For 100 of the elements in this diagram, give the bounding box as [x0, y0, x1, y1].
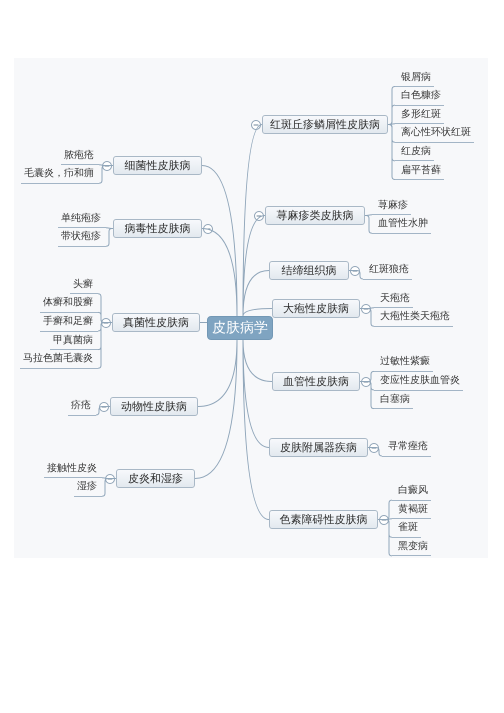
topic-box — [116, 469, 195, 488]
topic-label: 大疱性皮肤病 — [283, 302, 349, 315]
subtopic-label: 白塞病 — [380, 394, 410, 406]
topic-label: 细菌性皮肤病 — [124, 159, 190, 172]
subtopic-item — [374, 354, 433, 372]
subtopic-item — [44, 460, 102, 478]
topic-box — [272, 299, 360, 318]
topic-box — [110, 397, 198, 416]
subtopic-label: 头癣 — [73, 278, 93, 291]
subtopic-label: 血管性水肿 — [378, 218, 428, 230]
topic-label: 真菌性皮肤病 — [123, 316, 189, 329]
subtopic-label: 甲真菌病 — [53, 334, 93, 347]
subtopic-label: 体癣和股癣 — [43, 297, 93, 310]
topic-label: 血管性皮肤病 — [283, 375, 349, 388]
subtopic-item — [363, 262, 412, 280]
subtopic-label: 白癜风 — [398, 485, 428, 498]
topic-box — [269, 510, 378, 529]
subtopic-label: 扁平苔藓 — [401, 164, 441, 176]
subtopic-label: 黄褐斑 — [398, 504, 428, 516]
subtopic-label: 过敏性紫癜 — [380, 356, 430, 368]
subtopic-label: 寻常痤疮 — [388, 441, 428, 453]
subtopic-label: 离心性环状红斑 — [401, 127, 471, 140]
central-topic-label: 皮肤病学 — [212, 320, 268, 336]
topic-box — [262, 115, 388, 134]
branch-line — [242, 308, 272, 316]
subtopic-label: 手癣和足癣 — [43, 316, 93, 328]
subtopic-label: 单纯疱疹 — [61, 212, 101, 225]
subtopic-item — [74, 478, 102, 497]
branch-line — [200, 322, 208, 323]
subtopic-label: 多形红斑 — [401, 108, 441, 121]
subtopic-item — [395, 106, 444, 124]
subtopic-item — [382, 438, 431, 456]
subtopic-item — [392, 482, 431, 501]
subtopic-item — [374, 391, 413, 410]
subtopic-item — [395, 88, 444, 106]
topic-label: 皮肤附属器疾病 — [280, 441, 357, 454]
topic-label: 红斑丘疹鳞屑性皮肤病 — [270, 118, 380, 131]
subtopic-item — [58, 228, 106, 247]
branch-line — [242, 270, 270, 316]
subtopic-label: 红斑狼疮 — [369, 264, 409, 276]
subtopic-item — [392, 538, 431, 556]
topic-box — [112, 313, 200, 332]
subtopic-label: 变应性皮肤血管炎 — [380, 375, 460, 387]
subtopic-item — [372, 216, 431, 234]
topic-box — [269, 438, 368, 457]
subtopic-item — [392, 501, 431, 520]
subtopic-label: 毛囊炎，疖和痈 — [24, 168, 94, 180]
branch-line — [388, 104, 396, 125]
subtopic-label: 雀斑 — [398, 522, 418, 534]
subtopic-item — [395, 143, 434, 162]
subtopic-item — [70, 276, 98, 294]
topic-label: 色素障碍性皮肤病 — [280, 513, 368, 526]
subtopic-label: 红皮病 — [401, 146, 431, 158]
subtopic-label: 荨麻疹 — [378, 200, 408, 212]
branch-line — [96, 406, 110, 416]
subtopic-label: 带状疱疹 — [61, 231, 101, 244]
subtopic-item — [395, 162, 444, 180]
topic-box — [269, 261, 349, 280]
subtopic-label: 大疱性类天疱疮 — [380, 311, 450, 324]
topic-box — [113, 219, 202, 238]
subtopic-label: 接触性皮炎 — [47, 462, 97, 475]
central-topic-box — [207, 316, 273, 340]
branch-line — [242, 340, 270, 520]
subtopic-label: 白色糠疹 — [401, 90, 441, 102]
subtopic-label: 银屑病 — [401, 72, 431, 84]
topic-box — [113, 156, 202, 175]
topic-box — [265, 206, 365, 225]
branch-line — [194, 340, 238, 479]
branch-line — [348, 270, 364, 280]
subtopic-item — [372, 197, 411, 216]
subtopic-item — [50, 332, 98, 350]
subtopic-item — [374, 372, 463, 390]
subtopic-item — [61, 147, 99, 166]
branch-line — [388, 124, 396, 180]
subtopic-label: 天疱疮 — [380, 292, 410, 305]
topic-label: 皮炎和湿疹 — [128, 472, 183, 485]
subtopic-label: 脓疱疮 — [64, 150, 94, 162]
subtopic-item — [21, 166, 99, 184]
topic-label: 病毒性皮肤病 — [124, 222, 190, 235]
subtopic-item — [20, 350, 98, 369]
topic-label: 荨麻疹类皮肤病 — [276, 209, 354, 222]
subtopic-item — [392, 520, 421, 538]
branch-line — [364, 215, 372, 234]
subtopic-item — [374, 308, 453, 327]
subtopic-label: 马拉色菌毛囊炎 — [23, 353, 93, 366]
branch-line — [368, 447, 382, 456]
branch-line — [106, 228, 114, 247]
subtopic-item — [395, 69, 434, 87]
subtopic-item — [40, 314, 98, 332]
subtopic-item — [395, 124, 474, 143]
subtopic-label: 疥疮 — [71, 400, 91, 412]
branch-line — [202, 228, 238, 316]
subtopic-item — [58, 210, 106, 228]
subtopic-item — [68, 398, 96, 416]
subtopic-label: 湿疹 — [77, 481, 97, 494]
subtopic-item — [40, 294, 98, 313]
topic-box — [272, 372, 360, 391]
subtopic-label: 黑变病 — [398, 540, 428, 553]
subtopic-item — [374, 290, 413, 308]
topic-label: 动物性皮肤病 — [121, 400, 187, 413]
